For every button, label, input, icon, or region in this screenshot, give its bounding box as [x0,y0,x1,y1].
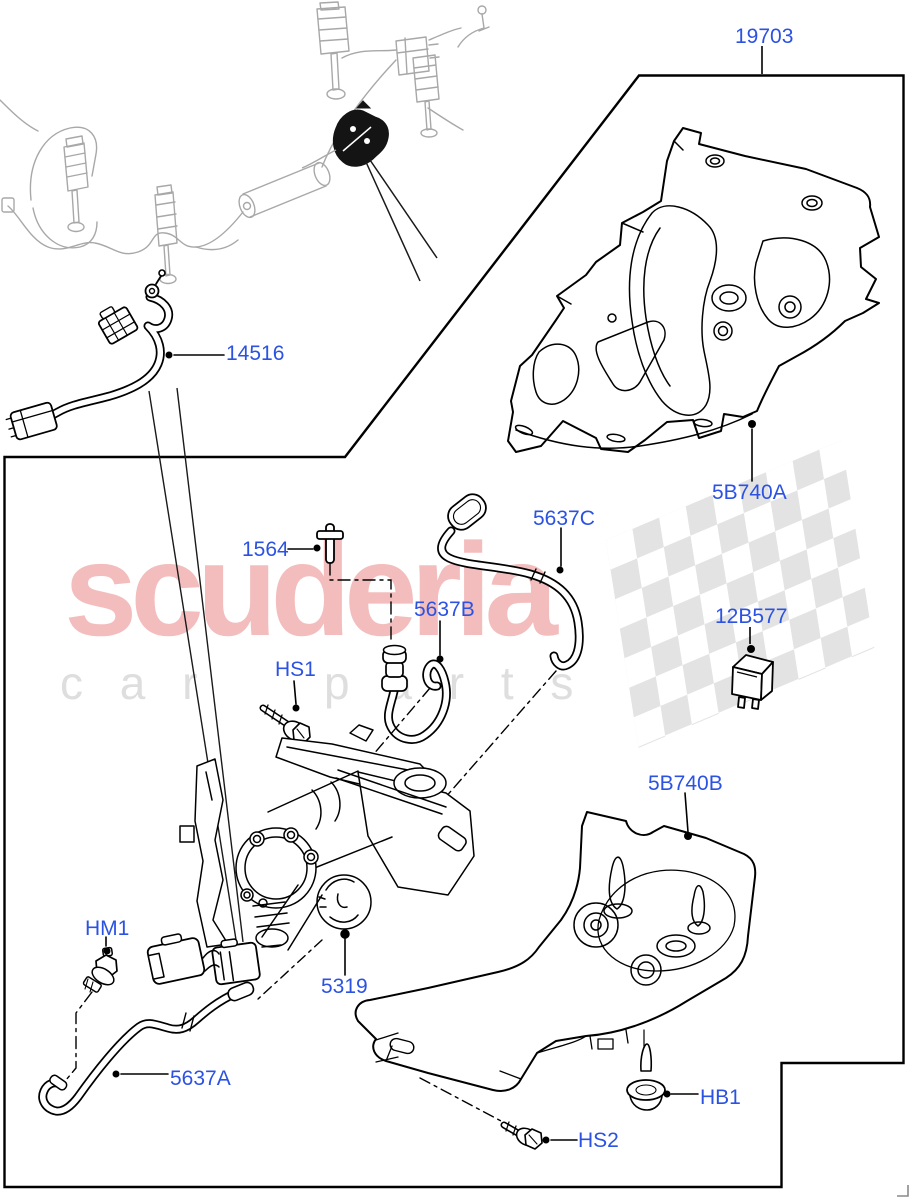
overview-air-suspension-art [0,1,490,285]
part-label-12B577[interactable]: 12B577 [715,605,788,628]
part-label-HS2[interactable]: HS2 [578,1129,619,1152]
part-harness-14516 [5,269,225,441]
part-label-5637B[interactable]: 5637B [414,598,475,621]
part-label-5B740A[interactable]: 5B740A [712,481,787,504]
part-screw-hs1 [259,680,311,745]
part-clip-hb1 [626,1029,699,1111]
part-label-5B740B[interactable]: 5B740B [648,772,723,795]
projection-wedge-lines [148,387,244,947]
part-tube-5637A [38,981,255,1116]
overview-pointer-lines [365,159,438,282]
part-tube-5637C [437,493,584,800]
part-cover-lower-5B740B [354,792,757,1092]
part-screw-hs2 [419,1077,578,1150]
part-label-5637A[interactable]: 5637A [170,1067,231,1090]
overview-compressor-highlight [301,100,438,282]
part-label-5637C[interactable]: 5637C [533,507,595,530]
part-relay-12B577 [731,627,774,710]
part-sensor-hm1 [65,936,118,1081]
part-label-HB1[interactable]: HB1 [700,1086,741,1109]
part-compressor-5319 [146,724,475,1000]
watermark-tagline-car: c a r [60,657,210,709]
part-label-19703[interactable]: 19703 [735,25,794,48]
part-hose-5637B [360,620,451,770]
part-label-HM1[interactable]: HM1 [85,917,130,940]
part-label-1564[interactable]: 1564 [242,538,289,561]
part-label-14516[interactable]: 14516 [226,342,285,365]
part-cover-upper-5B740A [507,127,880,482]
part-clip-1564 [287,523,392,645]
part-label-HS1[interactable]: HS1 [275,658,316,681]
diagram-border [3,74,909,1197]
watermark-brand: scuderia [64,516,558,663]
part-label-5319[interactable]: 5319 [321,975,368,998]
